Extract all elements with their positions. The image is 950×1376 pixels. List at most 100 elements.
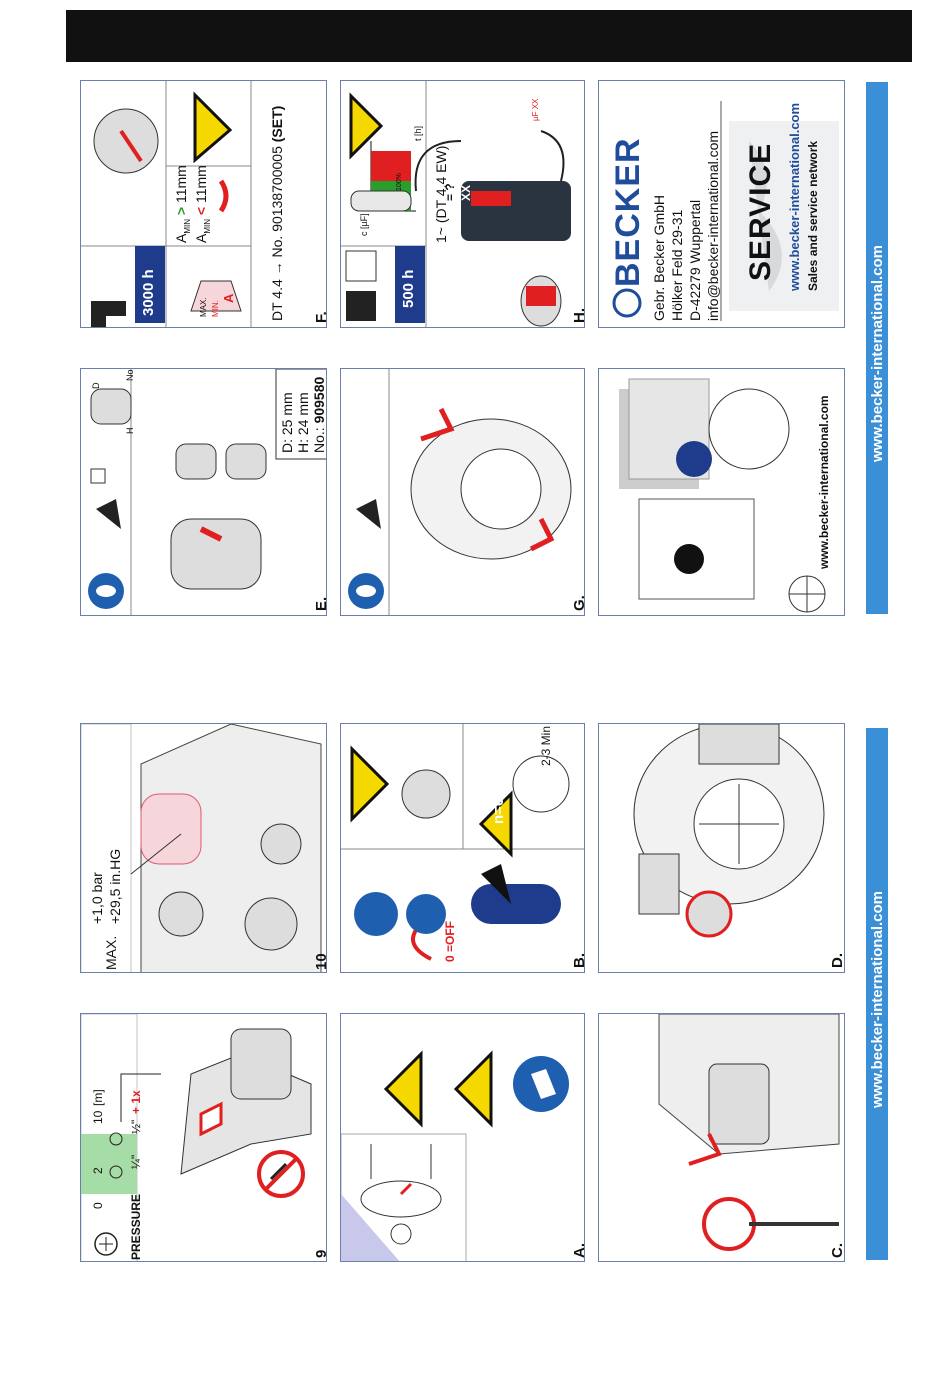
capacity-bad-bar bbox=[371, 151, 411, 181]
arrow-icon bbox=[199, 1101, 223, 1137]
panel-g-drawing bbox=[348, 369, 572, 615]
blade-measurement bbox=[190, 280, 242, 312]
max-label: MAX. bbox=[103, 935, 119, 970]
clean-arrow-icon bbox=[529, 517, 555, 552]
right-footer-band: www.becker-international.com bbox=[866, 82, 888, 614]
measure-question: = ? bbox=[443, 183, 457, 201]
meter-readout: XX bbox=[459, 184, 473, 201]
company-name: Gebr. Becker GmbH bbox=[651, 194, 667, 321]
dim-h: H bbox=[125, 427, 135, 435]
hours-badge-500: 500 h bbox=[395, 246, 425, 323]
top-black-bar bbox=[66, 10, 912, 62]
company-street: Hölker Feld 29-31 bbox=[669, 209, 685, 321]
company-panel: BECKER Gebr. Becker GmbH Hölker Feld 29-… bbox=[598, 80, 845, 328]
question-icon bbox=[674, 544, 704, 574]
scale-2: 2 bbox=[91, 1167, 105, 1174]
rotate-arrow-icon bbox=[702, 1197, 756, 1251]
world-map bbox=[749, 141, 782, 291]
becker-logo-icon bbox=[612, 288, 642, 318]
off-label: 0 =OFF bbox=[443, 920, 457, 962]
fitting-half: ½" bbox=[129, 1119, 143, 1134]
knob-icon bbox=[685, 890, 733, 938]
capacitor-value: µF XX bbox=[531, 98, 540, 121]
disconnect-icon bbox=[354, 892, 398, 936]
pressure-label: PRESSURE bbox=[129, 1193, 143, 1260]
panel-a-drawing bbox=[341, 1050, 569, 1261]
capacity-axis: c [µF] bbox=[359, 213, 369, 236]
dim-no: No bbox=[125, 369, 135, 381]
time-axis: t [h] bbox=[413, 125, 423, 141]
panel-b-label: B. bbox=[571, 953, 585, 968]
filter-diameter: D: 25 mm bbox=[279, 392, 295, 453]
panel-e-drawing bbox=[88, 369, 326, 615]
info-icon bbox=[676, 441, 712, 477]
lock-icon bbox=[406, 894, 446, 934]
scale-10: 10 bbox=[91, 1110, 105, 1124]
panel-e-label: E. bbox=[313, 596, 327, 611]
amin-gt-row: AMIN > 11mm bbox=[173, 165, 192, 243]
dispose-icon bbox=[90, 468, 106, 484]
panel-b: B. 0 =OFF n=0min⁻¹ 2-3 Min bbox=[340, 723, 585, 973]
worker-illustration bbox=[360, 1180, 442, 1218]
panel-9-drawing bbox=[81, 1014, 312, 1261]
fitting-quarter: ¼" bbox=[129, 1154, 143, 1169]
general-warning-icon bbox=[478, 790, 513, 858]
zero-rpm-badge bbox=[471, 884, 561, 924]
panel-h-drawing bbox=[341, 81, 571, 327]
panel-c-drawing bbox=[658, 1014, 840, 1251]
blade-icon bbox=[91, 301, 126, 327]
filter-part-number: No.: 909580 bbox=[311, 376, 327, 453]
panel-d-drawing bbox=[633, 724, 825, 938]
panel-9-label: 9 bbox=[313, 1250, 326, 1258]
panel-9: 9 PRESSURE 0 2 10 [m] ¼" ½" + 1x bbox=[80, 1013, 327, 1262]
pull-arrow-icon bbox=[688, 1133, 722, 1166]
panel-f-label: F. bbox=[313, 311, 327, 323]
panel-a: A. bbox=[340, 1013, 585, 1262]
inhg-value: +29,5 in.HG bbox=[107, 848, 123, 924]
crush-warning-icon bbox=[453, 1050, 493, 1128]
scale-0: 0 bbox=[91, 1202, 105, 1209]
help-drawing bbox=[619, 378, 826, 613]
a-mark: A bbox=[221, 293, 236, 303]
service-subtitle: Sales and service network bbox=[806, 140, 820, 291]
panel-a-label: A. bbox=[571, 1243, 585, 1258]
air-gun-icon bbox=[356, 499, 381, 529]
min-label: 2-3 Min bbox=[539, 725, 553, 766]
replace-arrow-icon bbox=[218, 179, 229, 213]
right-footer-url[interactable]: www.becker-international.com bbox=[869, 245, 886, 462]
dim-d: D bbox=[91, 382, 101, 390]
help-url[interactable]: www.becker-international.com bbox=[817, 395, 831, 569]
service-url[interactable]: www.becker-international.com bbox=[787, 102, 802, 291]
main-switch-icon bbox=[401, 769, 451, 819]
panel-b-drawing bbox=[341, 724, 584, 961]
panel-e: E. D: 25 mm H: 24 mm No.: 909580 D H No bbox=[80, 368, 327, 616]
warning-icon bbox=[349, 92, 384, 160]
panel-c: C. bbox=[598, 1013, 845, 1262]
service-heading: SERVICE bbox=[744, 142, 777, 281]
panel-h-label: H. bbox=[571, 308, 585, 323]
rotating-fan-icon bbox=[512, 755, 570, 813]
left-footer-url[interactable]: www.becker-international.com bbox=[869, 891, 886, 1108]
panel-10-drawing bbox=[81, 724, 322, 972]
max-mark: MAX. bbox=[199, 297, 208, 317]
panel-f-drawing bbox=[81, 81, 252, 327]
multimeter bbox=[461, 181, 571, 241]
panel-c-label: C. bbox=[829, 1243, 845, 1258]
plus-one-x: + 1x bbox=[129, 1090, 143, 1114]
left-footer-band: www.becker-international.com bbox=[866, 728, 888, 1260]
unit-m: [m] bbox=[91, 1089, 105, 1106]
pressure-gauge-icon bbox=[94, 1232, 118, 1256]
panel-g-label: G. bbox=[571, 595, 585, 611]
panel-f: 3000 h AMIN > 11mm AMIN < 11mm MAX. MIN.… bbox=[80, 80, 327, 328]
becker-brand: BECKER bbox=[609, 137, 647, 287]
filter-element bbox=[170, 518, 262, 590]
capacitor-icon bbox=[345, 250, 377, 282]
electric-warning-icon bbox=[350, 745, 390, 823]
company-drawing bbox=[612, 101, 839, 321]
company-email[interactable]: info@becker-international.com bbox=[705, 130, 721, 321]
filter-height: H: 24 mm bbox=[295, 392, 311, 453]
warning-icon bbox=[193, 91, 233, 164]
panel-10: 10 MAX. +1,0 bar +29,5 in.HG bbox=[80, 723, 327, 973]
hours-500: 500 h bbox=[400, 269, 417, 308]
technician-icon bbox=[708, 388, 790, 470]
